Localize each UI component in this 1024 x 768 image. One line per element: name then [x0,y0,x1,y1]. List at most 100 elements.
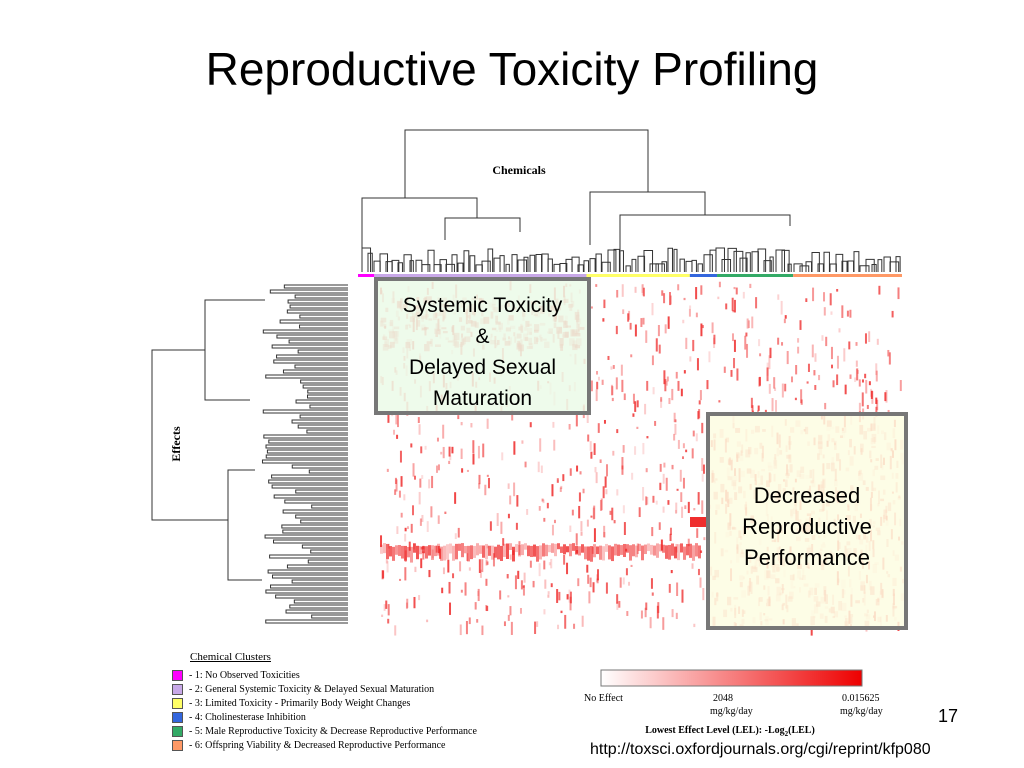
heatmap-cell [674,509,677,514]
heatmap-cell [455,543,458,560]
dendrogram-leaf [697,263,703,272]
heatmap-cell [626,544,629,553]
heatmap-cell [758,339,761,347]
dendrogram-leaf [637,255,646,272]
heatmap-cell [838,328,841,333]
legend-swatch [172,712,183,724]
heatmap-cell [586,519,589,527]
heatmap-cell [595,389,598,402]
heatmap-cell [405,602,408,610]
heatmap-cell [406,598,409,608]
legend-swatch [172,670,183,682]
dendrogram-leaf [299,314,348,319]
heatmap-cell [472,453,475,465]
heatmap-cell [650,578,653,589]
dendrogram-leaf [282,529,348,534]
heatmap-cell [464,582,467,596]
dendrogram-leaf [295,489,348,494]
annotation-systemic-toxicity: Systemic Toxicity & Delayed Sexual Matur… [374,277,591,415]
chemical-dendrogram [361,129,901,272]
heatmap-cell [593,505,596,519]
heatmap-cell [468,617,471,625]
heatmap-cell [395,479,398,492]
heatmap-cell [733,299,736,313]
heatmap-cell [419,518,422,526]
heatmap-cell [855,360,858,367]
legend-swatch [172,698,183,710]
heatmap-cell [387,543,390,549]
heatmap-cell [551,524,554,536]
heatmap-cell [477,588,480,602]
heatmap-cell [717,296,720,300]
heatmap-cell [613,520,616,524]
heatmap-cell [681,506,684,518]
dendrogram-leaf [291,419,348,424]
heatmap-cell [823,307,826,316]
heatmap-cell [695,287,698,300]
dendrogram-leaf [589,258,596,272]
scale-high-value: 0.015625 [842,693,880,704]
heatmap-cell [625,568,628,576]
heatmap-cell [692,339,695,352]
heatmap-cell [386,561,389,573]
heatmap-cell [517,570,520,579]
source-url[interactable]: http://toxsci.oxfordjournals.org/cgi/rep… [590,741,931,758]
heatmap-cell [640,318,643,328]
dendrogram-leaf [269,554,348,559]
heatmap-cell [513,482,516,497]
heatmap-cell [700,323,703,337]
dendrogram-leaf [463,250,470,272]
heatmap-cell [572,543,575,551]
heatmap-cell [449,543,452,554]
dendrogram-leaf [595,253,602,272]
heatmap-cell [467,545,470,562]
heatmap-cell [807,363,810,372]
dendrogram-leaf [889,261,900,272]
dendrogram-leaf [481,260,491,272]
heatmap-cell [797,346,800,354]
dendrogram-leaf [529,254,536,272]
heatmap-cell [386,468,389,472]
heatmap-cell [634,286,637,293]
heatmap-cell [821,335,824,341]
heatmap-cell [682,477,685,489]
dendrogram-leaf [276,354,348,359]
heatmap-cell [750,397,753,408]
heatmap-cell [587,574,590,584]
heatmap-cell [533,544,536,557]
heatmap-cell [683,370,686,374]
heatmap-cell [629,322,632,330]
dendrogram-leaf [281,524,348,529]
dendrogram-leaf [297,424,348,429]
heatmap-cell [700,550,703,553]
heatmap-cell [466,553,469,561]
heatmap-cell [626,611,629,616]
heatmap-cell [699,577,702,588]
dendrogram-leaf [421,264,431,272]
heatmap-cell [590,546,593,562]
heatmap-cell [412,463,415,477]
dendrogram-leaf [535,254,543,272]
dendrogram-leaf [284,499,348,504]
heatmap-cell [404,550,407,562]
dendrogram-leaf [511,254,518,272]
heatmap-cell [476,543,479,556]
annotation-line: Systemic Toxicity [402,294,563,317]
heatmap-cell [675,612,678,620]
heatmap-cell [418,491,421,505]
heatmap-cell [831,364,834,369]
heatmap-cell [431,545,434,560]
heatmap-cell [676,582,679,596]
heatmap-cell [489,521,492,531]
heatmap-cell [413,543,416,553]
heatmap-cell [550,583,553,588]
heatmap-cell [732,310,735,313]
dendrogram-leaf [262,329,348,334]
heatmap-cell [539,545,542,560]
heatmap-cell [550,558,553,569]
heatmap-cell [444,511,447,515]
heatmap-cell [400,476,403,487]
heatmap-cell [536,546,539,562]
annotation-line: Maturation [432,387,533,410]
dendrogram-leaf [306,429,348,434]
